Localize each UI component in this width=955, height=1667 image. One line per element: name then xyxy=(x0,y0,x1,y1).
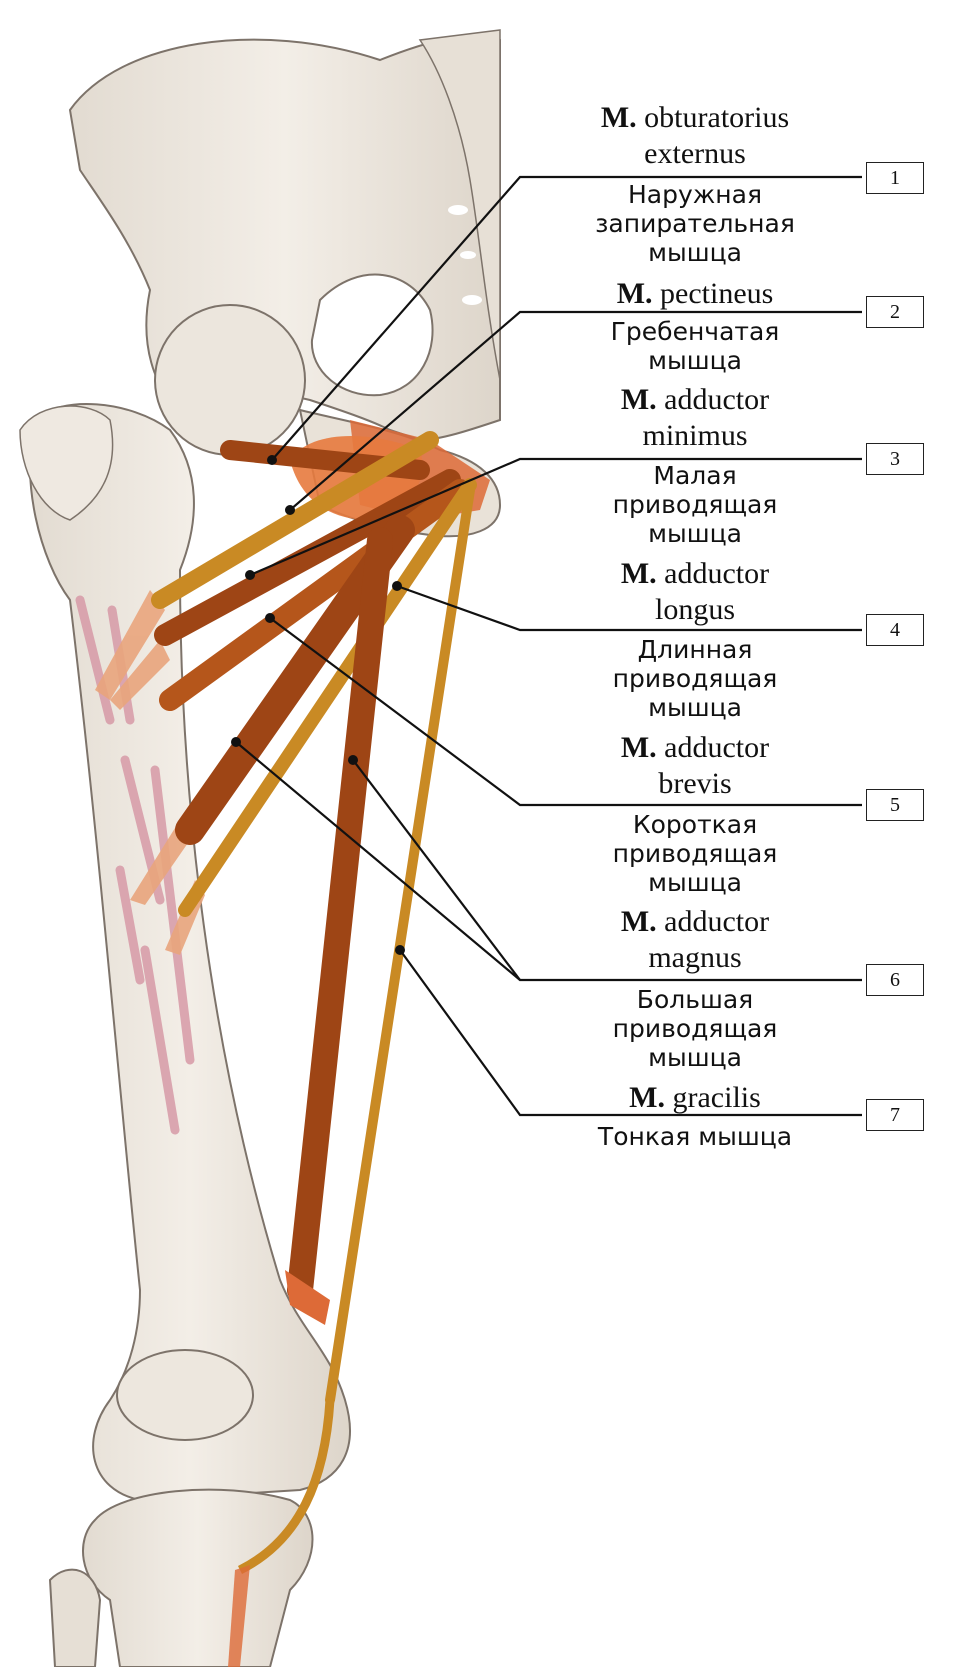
label-3-latin: M. adductor minimus xyxy=(560,382,830,454)
label-5-russian: Короткая приводящая мышца xyxy=(560,810,830,897)
leader-line-6b xyxy=(353,760,520,980)
label-6-number: 6 xyxy=(866,964,924,996)
label-6-latin: M. adductor magnus xyxy=(560,904,830,976)
label-1-latin: M. obturatorius externus xyxy=(560,100,830,172)
label-4-number: 4 xyxy=(866,614,924,646)
label-6-russian: Большая приводящая мышца xyxy=(560,985,830,1072)
obturator-foramen xyxy=(312,275,433,396)
label-7-latin: M. gracilis xyxy=(560,1080,830,1116)
sacral-foramen xyxy=(460,251,476,259)
label-2-latin: M. pectineus xyxy=(560,276,830,312)
label-4-latin: M. adductor longus xyxy=(560,556,830,628)
sacral-foramen xyxy=(448,205,468,215)
tibia-bone xyxy=(83,1490,313,1667)
label-3-russian: Малая приводящая мышца xyxy=(560,461,830,548)
patella xyxy=(117,1350,253,1440)
label-5-latin: M. adductor brevis xyxy=(560,730,830,802)
sacral-foramen xyxy=(462,295,482,305)
label-7-russian: Тонкая мышца xyxy=(560,1122,830,1151)
label-7-number: 7 xyxy=(866,1099,924,1131)
label-2-number: 2 xyxy=(866,296,924,328)
label-2-russian: Гребенчатая мышца xyxy=(560,317,830,375)
label-5-number: 5 xyxy=(866,789,924,821)
label-4-russian: Длинная приводящая мышца xyxy=(560,635,830,722)
femoral-head xyxy=(155,305,305,455)
fibula-bone xyxy=(50,1570,100,1667)
label-1-number: 1 xyxy=(866,162,924,194)
label-3-number: 3 xyxy=(866,443,924,475)
label-1-russian: Наружная запирательная мышца xyxy=(560,180,830,267)
